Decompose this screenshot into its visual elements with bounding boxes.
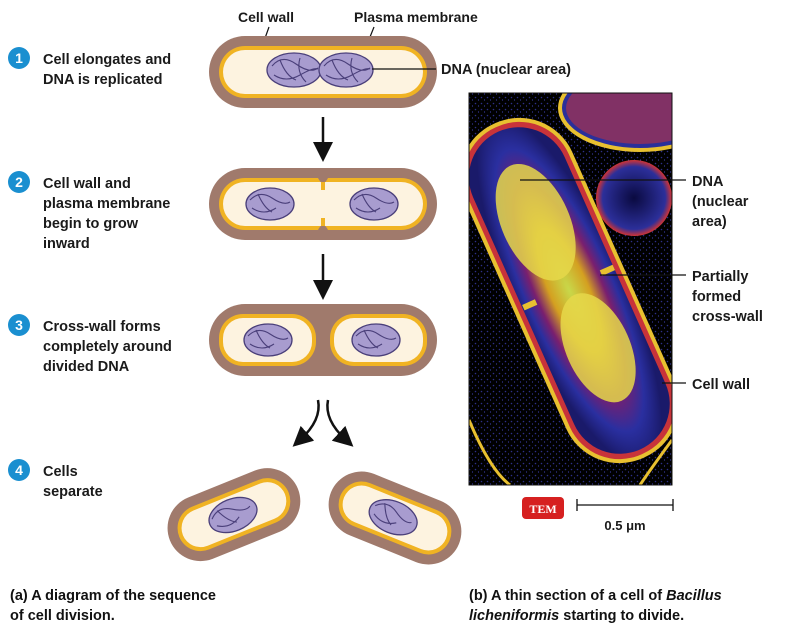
step2-text: Cell wall and plasma membrane begin to g… xyxy=(43,176,174,252)
step2-badge: 2 xyxy=(8,171,30,193)
svg-text:2: 2 xyxy=(15,174,23,190)
svg-text:TEM: TEM xyxy=(529,502,556,516)
dna-blob-3b xyxy=(351,323,401,357)
step3-cell xyxy=(209,304,437,376)
dna-nuclear-area-label: DNA (nuclear area) xyxy=(441,62,571,78)
scale-bar-label: 0.5 μm xyxy=(604,518,645,533)
dna-blob-1b xyxy=(318,52,374,88)
step1-cell xyxy=(209,36,437,108)
step2-cell xyxy=(209,168,437,240)
svg-text:3: 3 xyxy=(15,317,23,333)
tem-micrograph xyxy=(468,92,673,486)
step1-badge: 1 xyxy=(8,47,30,69)
step1-text: Cell elongates and DNA is replicated xyxy=(43,52,175,88)
cell-wall-label-top: Cell wall xyxy=(238,9,294,25)
dna-blob-1a xyxy=(266,52,322,88)
small-cell xyxy=(596,160,672,236)
svg-text:1: 1 xyxy=(15,50,23,66)
dna-blob-2a xyxy=(245,187,295,221)
dna-blob-2b xyxy=(349,187,399,221)
caption-a: (a) A diagram of the sequence of cell di… xyxy=(10,588,220,624)
scale-bar xyxy=(576,499,674,511)
micro-cell-wall-label: Cell wall xyxy=(692,377,750,393)
step4-text: Cells separate xyxy=(43,464,103,500)
caption-b: (b) A thin section of a cell of Bacillus… xyxy=(469,588,726,624)
dna-blob-3a xyxy=(243,323,293,357)
step4-cell-left xyxy=(167,468,301,562)
tem-badge: TEM xyxy=(522,497,564,519)
split-arrow xyxy=(292,399,354,447)
step4-badge: 4 xyxy=(8,459,30,481)
svg-text:4: 4 xyxy=(15,462,23,478)
micro-crosswall-label: Partially formed cross-wall xyxy=(692,269,763,325)
main-cell xyxy=(469,117,672,464)
micro-dna-label: DNA (nuclear area) xyxy=(692,174,752,230)
step3-badge: 3 xyxy=(8,314,30,336)
step3-text: Cross-wall forms completely around divid… xyxy=(43,319,176,375)
step4-cell-right xyxy=(328,471,462,565)
plasma-membrane-label-top: Plasma membrane xyxy=(354,9,478,25)
